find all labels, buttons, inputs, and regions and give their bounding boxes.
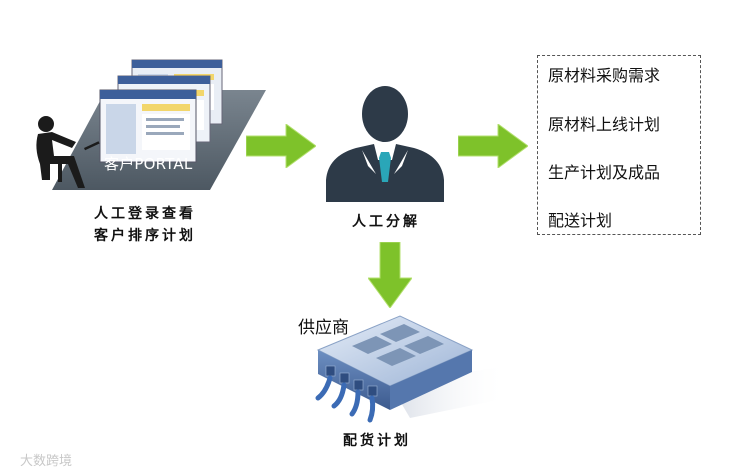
plan-list: 原材料采购需求 原材料上线计划 生产计划及成品 配送计划 bbox=[537, 55, 701, 235]
server-switch-icon bbox=[315, 315, 508, 423]
plan-item: 生产计划及成品 bbox=[548, 163, 661, 182]
portal-caption-line2: 客户排序计划 bbox=[94, 228, 196, 244]
delivery-caption: 配货计划 bbox=[343, 433, 411, 449]
portal-label: 客户PORTAL bbox=[104, 155, 193, 173]
portal-caption: 人工登录查看 客户排序计划 bbox=[60, 203, 230, 247]
seated-person-icon bbox=[36, 116, 100, 188]
portal-caption-line1: 人工登录查看 bbox=[94, 206, 196, 222]
business-person-icon bbox=[326, 86, 444, 202]
watermark: 大数跨境 bbox=[20, 454, 73, 469]
arrow-right-icon bbox=[246, 124, 316, 168]
supplier-label: 供应商 bbox=[298, 318, 349, 338]
plan-item: 原材料上线计划 bbox=[548, 115, 661, 134]
arrow-right-icon bbox=[458, 124, 528, 168]
plan-item: 配送计划 bbox=[548, 211, 613, 230]
portal-illustration bbox=[36, 59, 266, 190]
plan-item: 原材料采购需求 bbox=[548, 66, 661, 85]
arrow-down-icon bbox=[368, 242, 412, 308]
portal-screen-front bbox=[99, 89, 197, 163]
manual-caption: 人工分解 bbox=[352, 214, 420, 230]
